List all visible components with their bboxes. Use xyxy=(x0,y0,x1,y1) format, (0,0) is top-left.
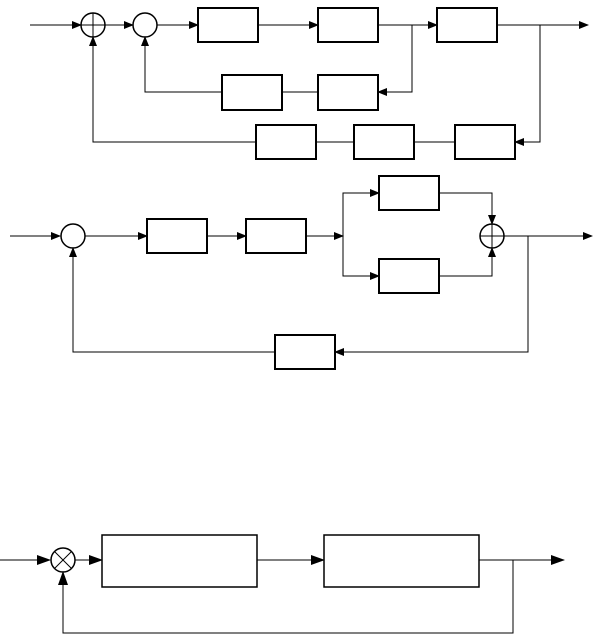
block-2-4 xyxy=(378,258,440,294)
branch-lower xyxy=(342,236,380,280)
block-2-1 xyxy=(146,218,208,254)
outer-feedback-tap xyxy=(514,25,541,146)
block-2-5 xyxy=(274,334,336,370)
block-diagram-1 xyxy=(30,7,589,160)
block-1-3 xyxy=(436,7,498,43)
merge-upper xyxy=(439,192,496,225)
inner-feedback-tap xyxy=(377,25,413,96)
feedback-tap-2 xyxy=(334,236,529,356)
block-2-2 xyxy=(245,218,307,254)
block-3-1 xyxy=(101,534,258,588)
summing-junction-2a xyxy=(60,223,86,249)
block-diagram-2 xyxy=(10,175,593,370)
block-1-2 xyxy=(317,7,379,43)
block-1-4 xyxy=(317,74,379,111)
block-2-3 xyxy=(378,175,440,211)
block-1-6 xyxy=(454,124,516,160)
multiplier-cross-b xyxy=(54,551,72,569)
outer-feedback-return xyxy=(89,36,256,143)
block-1-8 xyxy=(255,124,317,160)
feedback-return-2 xyxy=(69,247,275,353)
branch-upper xyxy=(342,189,380,236)
block-1-7 xyxy=(353,124,415,160)
feedback-loop-3 xyxy=(58,560,514,634)
block-1-1 xyxy=(197,7,259,43)
summing-junction-1b xyxy=(132,12,158,38)
block-3-2 xyxy=(323,534,480,588)
block-diagram-3 xyxy=(0,534,565,634)
merge-lower xyxy=(439,247,496,277)
inner-feedback-return xyxy=(141,36,222,93)
block-1-5 xyxy=(221,74,283,111)
